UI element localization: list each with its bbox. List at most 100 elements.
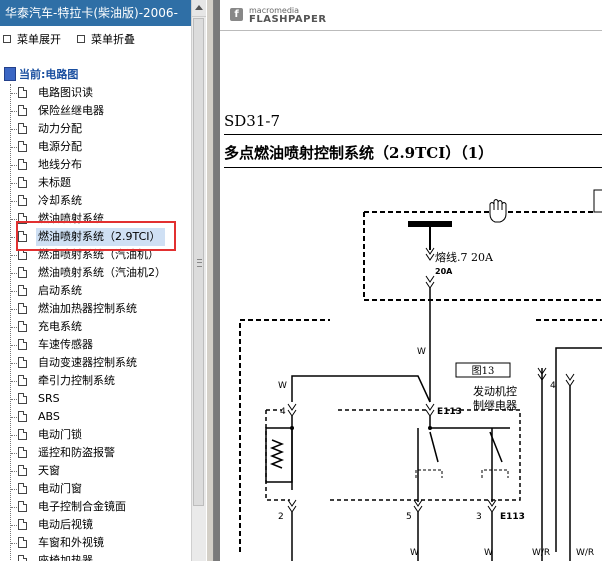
document-icon xyxy=(18,303,27,314)
document-icon xyxy=(18,411,27,422)
tree-connector xyxy=(11,273,17,274)
tree-item[interactable]: 自动变速器控制系统 xyxy=(0,354,191,372)
connector-chevron xyxy=(425,403,435,417)
document-icon xyxy=(18,87,27,98)
tree-item[interactable]: 保险丝继电器 xyxy=(0,102,191,120)
tree-connector xyxy=(11,381,17,382)
tree-item-label: 动力分配 xyxy=(38,122,82,135)
tree-item-list: 电路图识读保险丝继电器动力分配电源分配地线分布未标题冷却系统燃油喷射系统燃油喷射… xyxy=(0,84,191,561)
tree-connector xyxy=(11,291,17,292)
collapse-menu-button[interactable]: 菜单折叠 xyxy=(77,33,135,47)
document-title-rule xyxy=(224,167,602,168)
tree-connector xyxy=(11,237,17,238)
viewer-toolbar: f macromedia FLASHPAPER xyxy=(220,0,602,31)
document-icon xyxy=(18,501,27,512)
right-module-outline xyxy=(555,347,602,552)
tree-item[interactable]: 电源分配 xyxy=(0,138,191,156)
switch-contact-1 xyxy=(429,431,439,463)
relay-coil-icon xyxy=(269,439,285,469)
tree-item[interactable]: 电动后视镜 xyxy=(0,516,191,534)
document-icon xyxy=(18,537,27,548)
document-icon xyxy=(18,465,27,476)
document-title: 多点燃油喷射控制系统（2.9TCI）（1） xyxy=(224,144,494,162)
tree-connector xyxy=(11,435,17,436)
tree-item[interactable]: ABS xyxy=(0,408,191,426)
tree-item-label: 天窗 xyxy=(38,464,60,477)
tree-connector xyxy=(11,183,17,184)
figure-reference: 图13 xyxy=(472,365,495,377)
document-icon xyxy=(18,339,27,350)
pin-2: 2 xyxy=(278,512,284,522)
tree-item-label: 启动系统 xyxy=(38,284,82,297)
document-icon xyxy=(18,357,27,368)
tree-item-label: 电动门锁 xyxy=(38,428,82,441)
tree-item[interactable]: 充电系统 xyxy=(0,318,191,336)
document-icon xyxy=(18,213,27,224)
wire-color-wr-2: W/R xyxy=(576,548,594,558)
tree-connector xyxy=(11,525,17,526)
tree-item-label: 燃油喷射系统（汽油机） xyxy=(38,248,159,261)
fuse-box-outline xyxy=(363,211,602,301)
tree-item[interactable]: 电子控制合金镜面 xyxy=(0,498,191,516)
tree-item-label: 燃油喷射系统（汽油机2） xyxy=(38,266,166,279)
tree-item[interactable]: 冷却系统 xyxy=(0,192,191,210)
tree-connector xyxy=(11,327,17,328)
connector-e113: E113 xyxy=(437,407,462,417)
tree-item-label: 未标题 xyxy=(38,176,71,189)
tree-item[interactable]: 车速传感器 xyxy=(0,336,191,354)
ecm-outline xyxy=(239,319,330,552)
scroll-thumb[interactable] xyxy=(193,18,204,506)
connector-chevron xyxy=(565,373,575,387)
tree-item-label: 电动门窗 xyxy=(38,482,82,495)
tree-connector xyxy=(11,93,17,94)
expand-menu-button[interactable]: 菜单展开 xyxy=(3,33,61,47)
tree-item[interactable]: 启动系统 xyxy=(0,282,191,300)
document-icon xyxy=(18,519,27,530)
tree-item[interactable]: 燃油喷射系统（2.9TCI） xyxy=(0,228,191,246)
selection-highlight-box xyxy=(16,221,176,251)
diagram-edge-box xyxy=(593,189,602,213)
tree-connector xyxy=(11,363,17,364)
nav-scrollbar[interactable] xyxy=(191,0,206,561)
tree-item[interactable]: 燃油加热器控制系统 xyxy=(0,300,191,318)
connector-chevron xyxy=(287,499,297,513)
junction-dot xyxy=(428,426,432,430)
tree-connector xyxy=(11,165,17,166)
tree-item[interactable]: 牵引力控制系统 xyxy=(0,372,191,390)
connector-chevron xyxy=(425,247,435,261)
tree-item[interactable]: 动力分配 xyxy=(0,120,191,138)
tree-item[interactable]: 车窗和外视镜 xyxy=(0,534,191,552)
tree-item[interactable]: 电动门窗 xyxy=(0,480,191,498)
pin-3: 3 xyxy=(476,512,482,522)
tree-connector xyxy=(11,345,17,346)
tree-item-label: 车窗和外视镜 xyxy=(38,536,104,549)
tree-root-current[interactable]: 当前:电路图 xyxy=(4,66,78,84)
tree-item-label: 保险丝继电器 xyxy=(38,104,104,117)
scroll-up-arrow-icon[interactable] xyxy=(192,0,206,17)
connector-chevron xyxy=(287,403,297,417)
tree-item[interactable]: 遥控和防盗报警 xyxy=(0,444,191,462)
document-icon xyxy=(18,231,27,242)
tree-item[interactable]: 电路图识读 xyxy=(0,84,191,102)
tree-item-label: 车速传感器 xyxy=(38,338,93,351)
expand-icon xyxy=(3,35,11,43)
tree-item-label: ABS xyxy=(38,410,60,423)
tree-item[interactable]: 座椅加热器 xyxy=(0,552,191,561)
wire-color-w-4: W xyxy=(484,548,493,558)
tree-item[interactable]: 地线分布 xyxy=(0,156,191,174)
document-icon xyxy=(18,321,27,332)
tree-item[interactable]: 电动门锁 xyxy=(0,426,191,444)
tree-item[interactable]: 未标题 xyxy=(0,174,191,192)
tree-item-label: 电子控制合金镜面 xyxy=(38,500,126,513)
tree-item[interactable]: 天窗 xyxy=(0,462,191,480)
relay-coil-frame xyxy=(265,427,293,483)
document-icon xyxy=(18,285,27,296)
tree-connector xyxy=(11,417,17,418)
menu-bar: 菜单展开 菜单折叠 xyxy=(0,30,191,50)
tree-item[interactable]: 燃油喷射系统（汽油机2） xyxy=(0,264,191,282)
tree-connector xyxy=(11,129,17,130)
pane-splitter[interactable] xyxy=(206,0,214,561)
tree-item[interactable]: SRS xyxy=(0,390,191,408)
expand-menu-label: 菜单展开 xyxy=(17,33,61,46)
tree-item-label: 遥控和防盗报警 xyxy=(38,446,115,459)
